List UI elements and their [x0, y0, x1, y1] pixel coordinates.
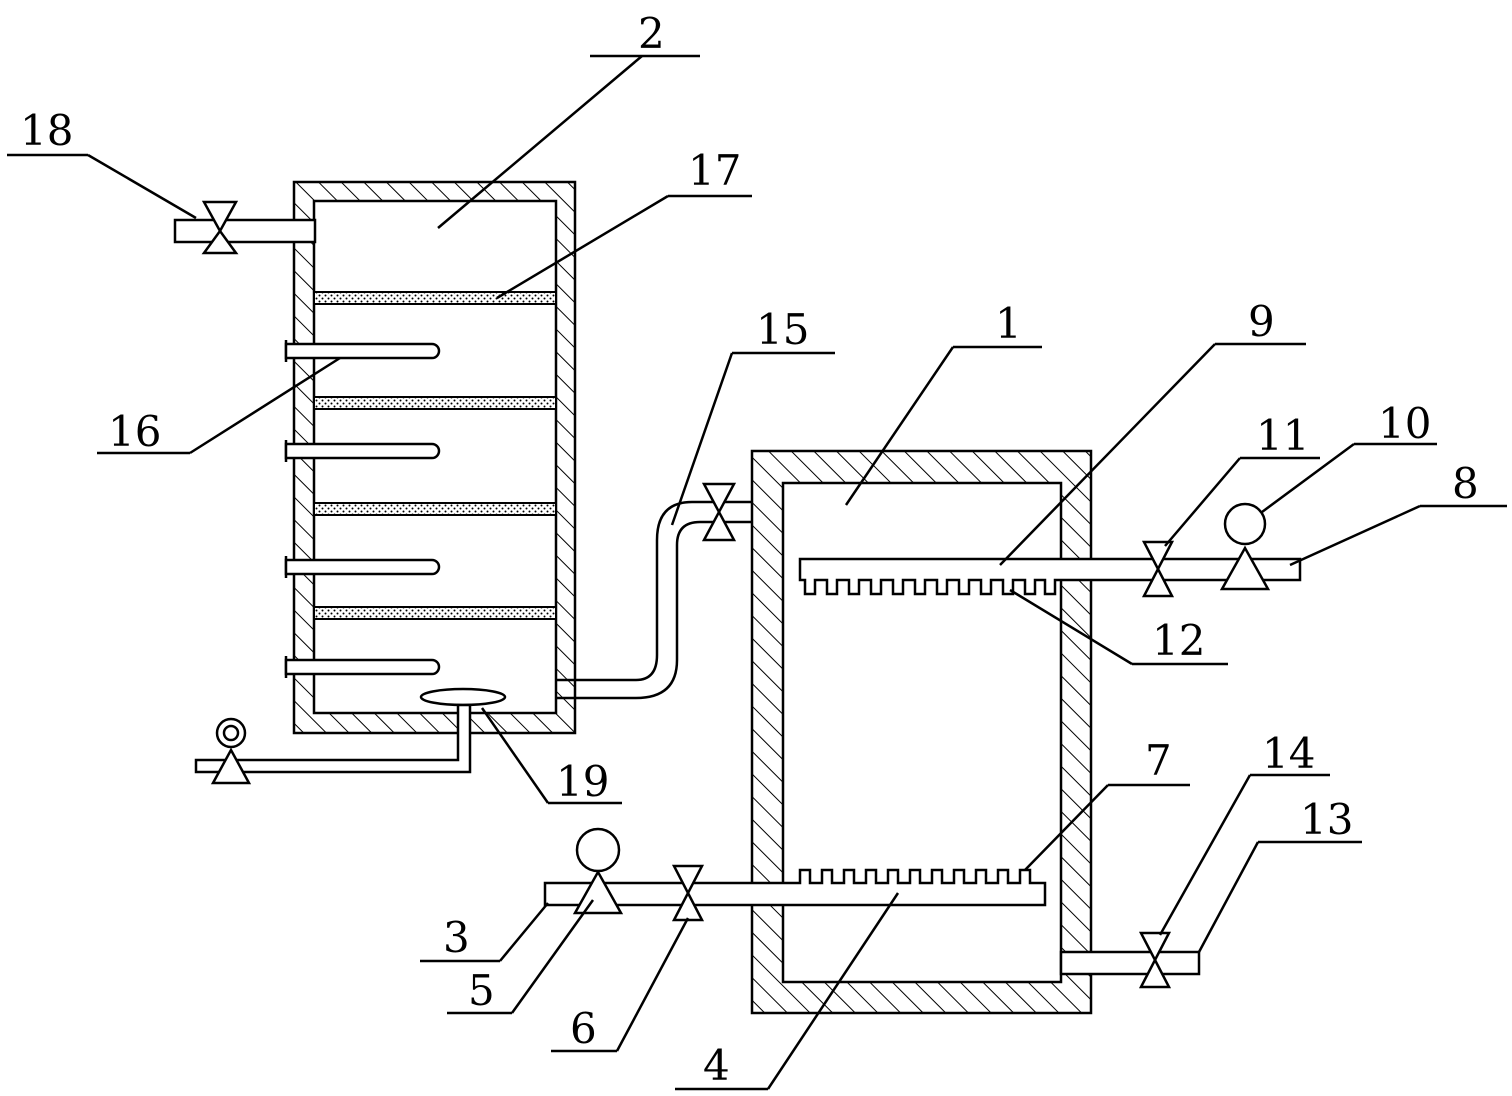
label-3: 3	[443, 913, 470, 962]
tank-1	[750, 449, 1093, 1015]
drain-pipe	[1059, 931, 1201, 989]
gas-outlet-pipe	[173, 200, 317, 255]
top-distributor	[798, 502, 1302, 598]
label-7: 7	[1145, 736, 1172, 785]
label-5: 5	[468, 966, 495, 1015]
label-14: 14	[1262, 729, 1315, 778]
label-6: 6	[570, 1004, 597, 1053]
bottom-aerator	[194, 687, 507, 785]
bottom-distributor	[543, 827, 1047, 922]
label-17: 17	[688, 146, 741, 195]
label-12: 12	[1152, 616, 1205, 665]
label-1: 1	[995, 299, 1022, 348]
packing-layers	[313, 291, 557, 620]
label-10: 10	[1378, 399, 1431, 448]
label-15: 15	[756, 305, 809, 354]
leader-lines	[7, 54, 1507, 1091]
label-4: 4	[703, 1041, 730, 1090]
labels: 2 18 17 16 15 1 9 11 10 8 12 19 7 14 13 …	[20, 9, 1479, 1090]
label-18: 18	[20, 106, 73, 155]
label-16: 16	[108, 407, 161, 456]
label-9: 9	[1248, 297, 1275, 346]
connecting-pipe	[556, 482, 780, 700]
label-8: 8	[1452, 459, 1479, 508]
label-11: 11	[1256, 411, 1309, 460]
label-19: 19	[556, 757, 609, 806]
label-13: 13	[1300, 795, 1353, 844]
label-2: 2	[638, 9, 665, 58]
heating-rods	[284, 340, 441, 678]
